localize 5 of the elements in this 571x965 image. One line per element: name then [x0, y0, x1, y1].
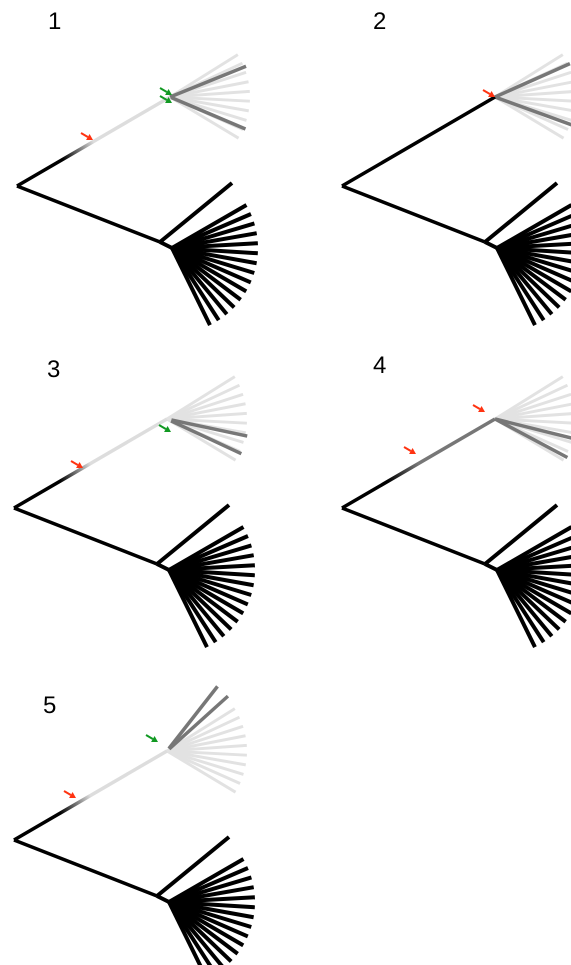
panel-number: 5: [43, 692, 56, 720]
panel-number: 1: [48, 8, 62, 36]
panel-number: 3: [47, 356, 60, 384]
panel-number: 4: [373, 352, 386, 380]
panel-number: 2: [373, 8, 386, 36]
